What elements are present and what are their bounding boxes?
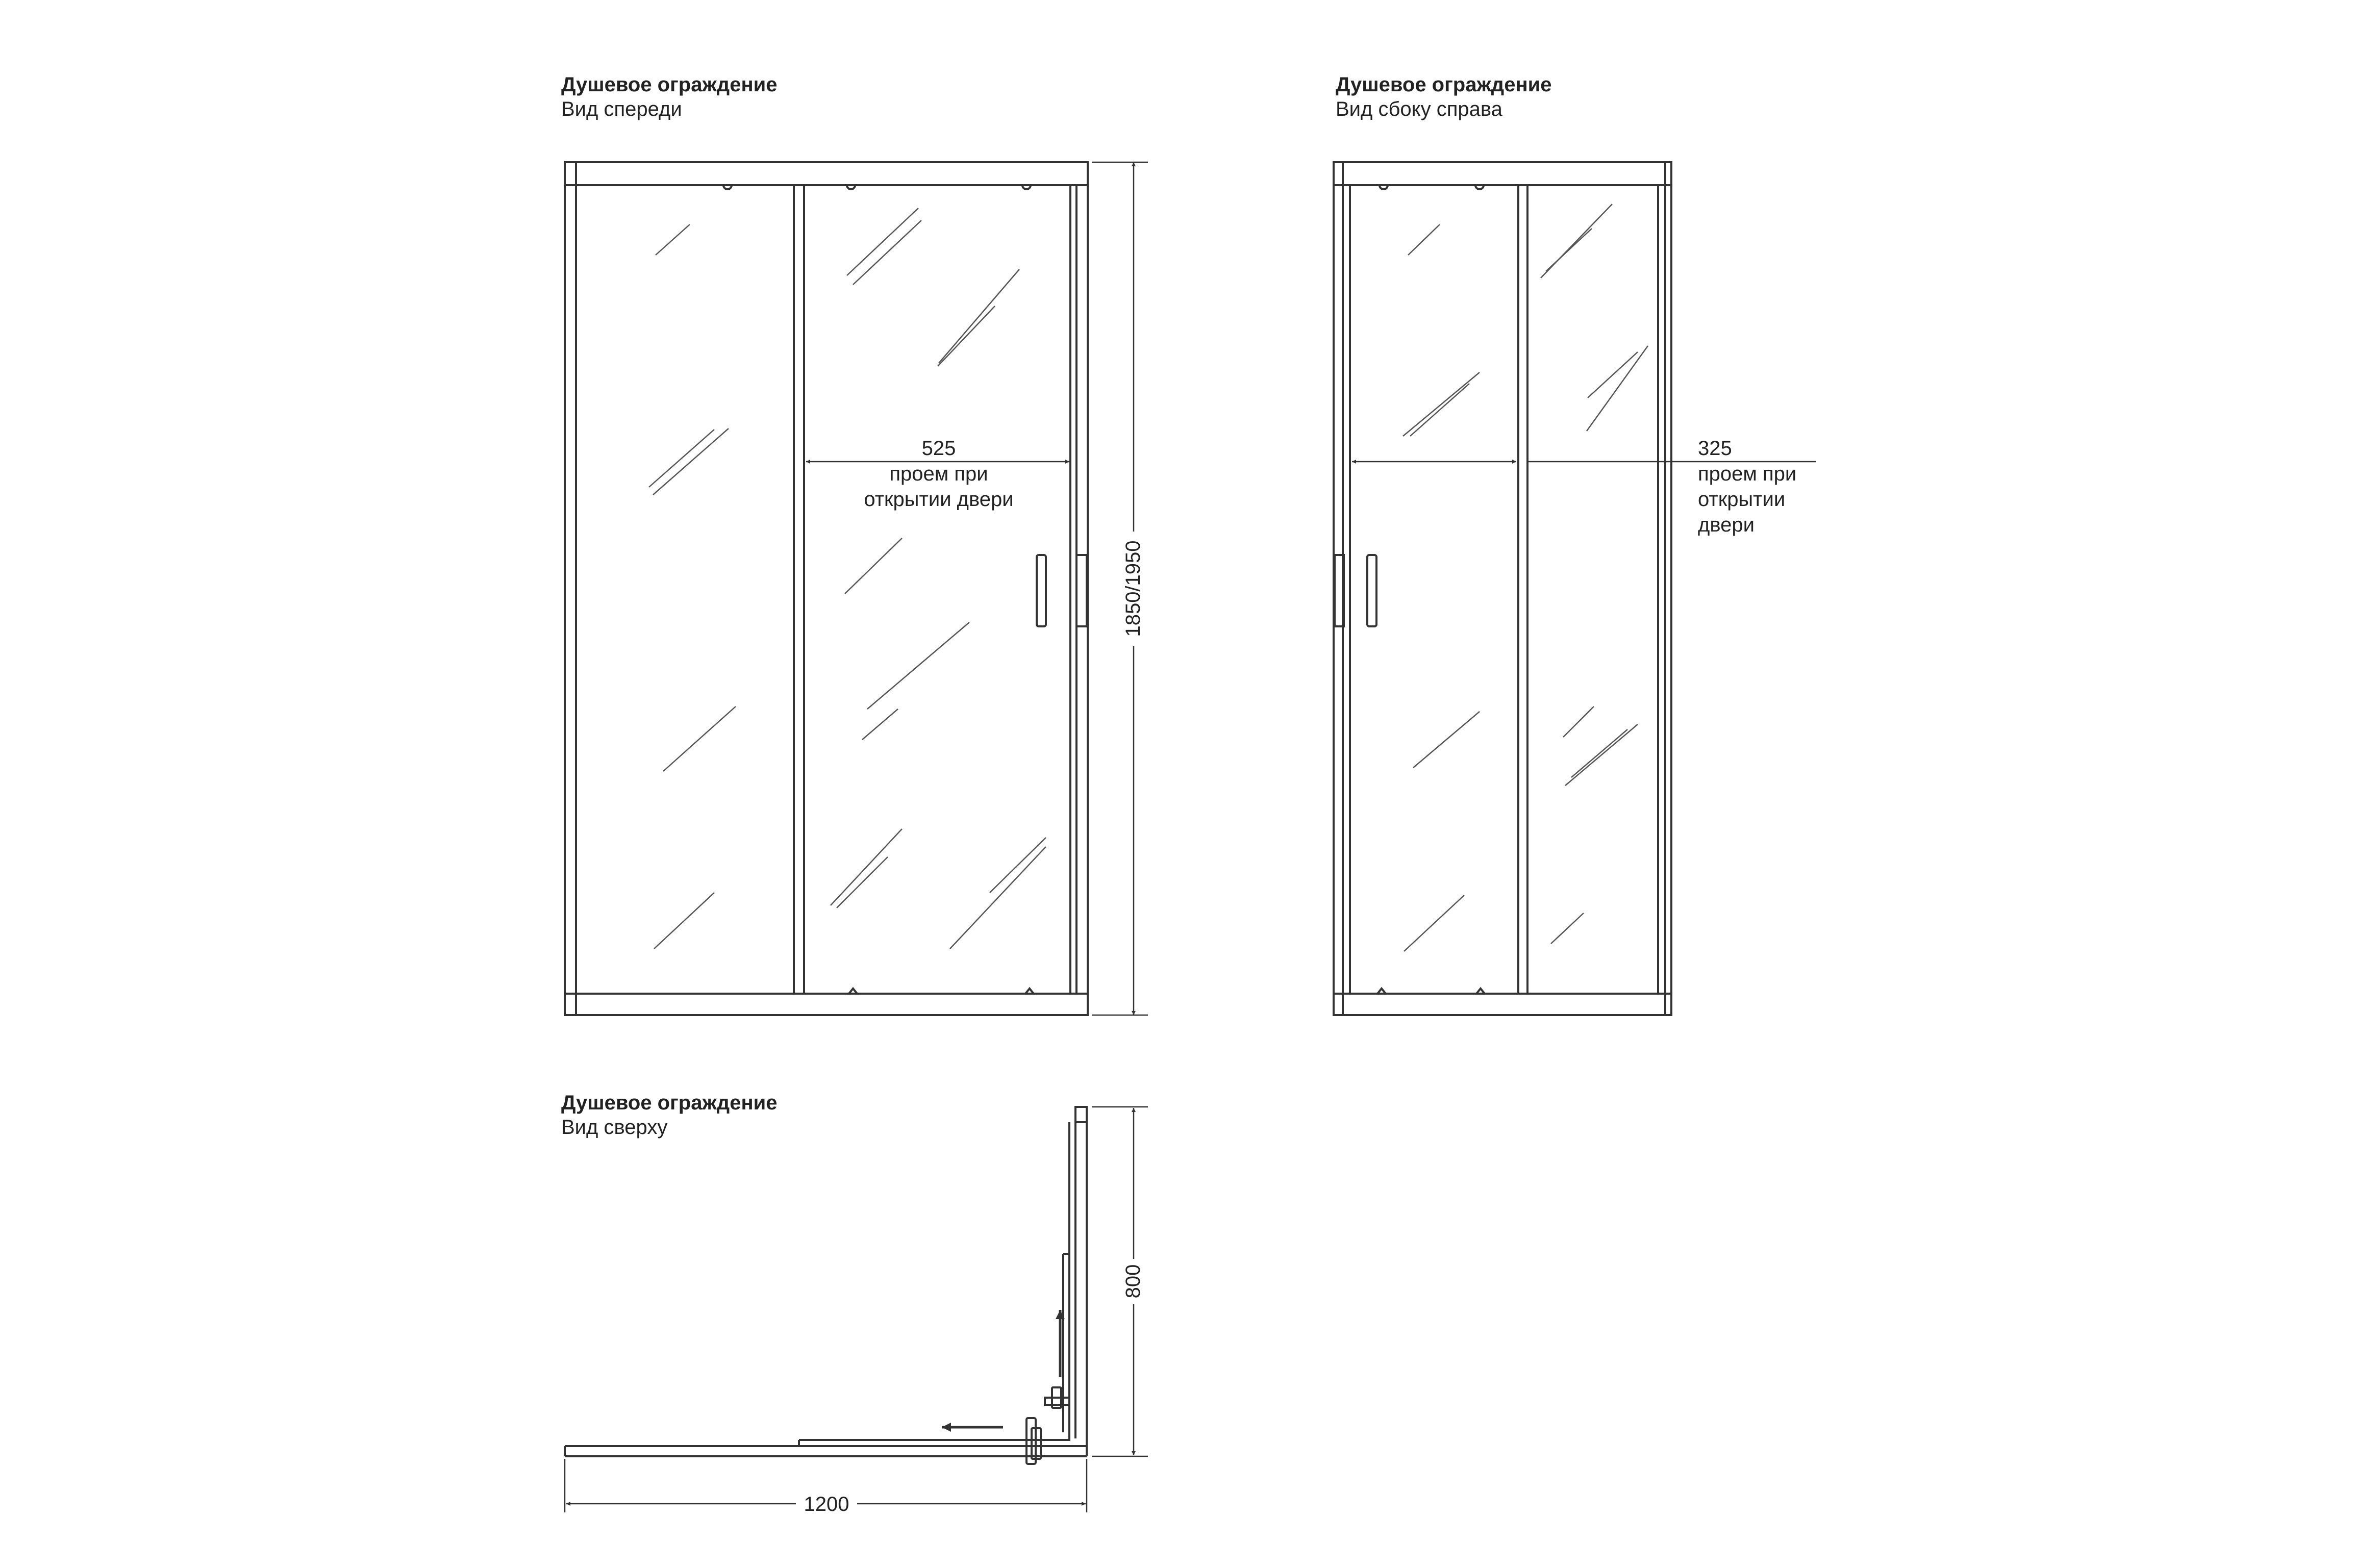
side-roller-1: [1379, 185, 1389, 190]
side-opening-label-2: открытии: [1698, 488, 1785, 511]
top-view-subtitle: Вид сверху: [561, 1116, 668, 1139]
top-depth-label-group: 800: [1120, 1259, 1145, 1304]
side-view-heading: Душевое ограждение: [1336, 73, 1552, 96]
top-depth-value: 800: [1122, 1264, 1144, 1299]
side-opening-label-3: двери: [1698, 514, 1755, 536]
side-opening-value: 325: [1698, 437, 1732, 460]
side-view-title: Душевое ограждение Вид сбоку справа: [1336, 72, 1551, 121]
top-front-handle-bar: [1025, 1417, 1037, 1465]
top-view-title: Душевое ограждение Вид сверху: [561, 1091, 777, 1140]
side-wall-magnet: [1334, 554, 1345, 627]
top-view-drawing: [564, 1106, 1088, 1465]
front-height-value: 1850/1950: [1122, 540, 1144, 637]
front-roller-3: [1021, 185, 1032, 190]
side-roller-2: [1474, 185, 1485, 190]
front-opening-label-1: проем при: [889, 463, 988, 485]
front-height-label-group: 1850/1950: [1120, 532, 1145, 646]
top-wall-bracket-top: [1074, 1106, 1088, 1123]
front-view-drawing: [564, 161, 1089, 1016]
side-guide-2: [1475, 987, 1486, 995]
top-slide-arrows: [942, 1310, 1065, 1432]
front-opening-label-2: открытии двери: [864, 488, 1013, 511]
top-side-handle-bar: [1044, 1397, 1070, 1406]
side-view-subtitle: Вид сбоку справа: [1336, 98, 1502, 120]
front-view-subtitle: Вид спереди: [561, 98, 682, 120]
front-wall-magnet: [1075, 554, 1088, 627]
front-glass-reflections: [648, 208, 1046, 949]
front-door-handle: [1036, 554, 1047, 627]
side-glass-reflections: [1402, 204, 1649, 952]
front-roller-1: [722, 185, 733, 190]
front-view-heading: Душевое ограждение: [561, 73, 778, 96]
top-width-value: 1200: [804, 1493, 849, 1515]
side-door-handle: [1366, 554, 1377, 627]
top-corner-joint: [1056, 1432, 1070, 1441]
front-opening-value: 525: [922, 437, 956, 460]
side-guide-1: [1376, 987, 1387, 995]
side-view-drawing: [1333, 161, 1672, 1016]
top-dimensions: [564, 1106, 1148, 1512]
front-outer-frame: [564, 161, 1089, 1016]
front-view-title: Душевое ограждение Вид спереди: [561, 72, 777, 121]
side-opening-label-1: проем при: [1698, 463, 1796, 485]
side-outer-frame: [1333, 161, 1672, 1016]
front-guide-1: [848, 987, 858, 995]
top-view-heading: Душевое ограждение: [561, 1092, 778, 1114]
front-guide-2: [1024, 987, 1035, 995]
front-roller-2: [846, 185, 856, 190]
